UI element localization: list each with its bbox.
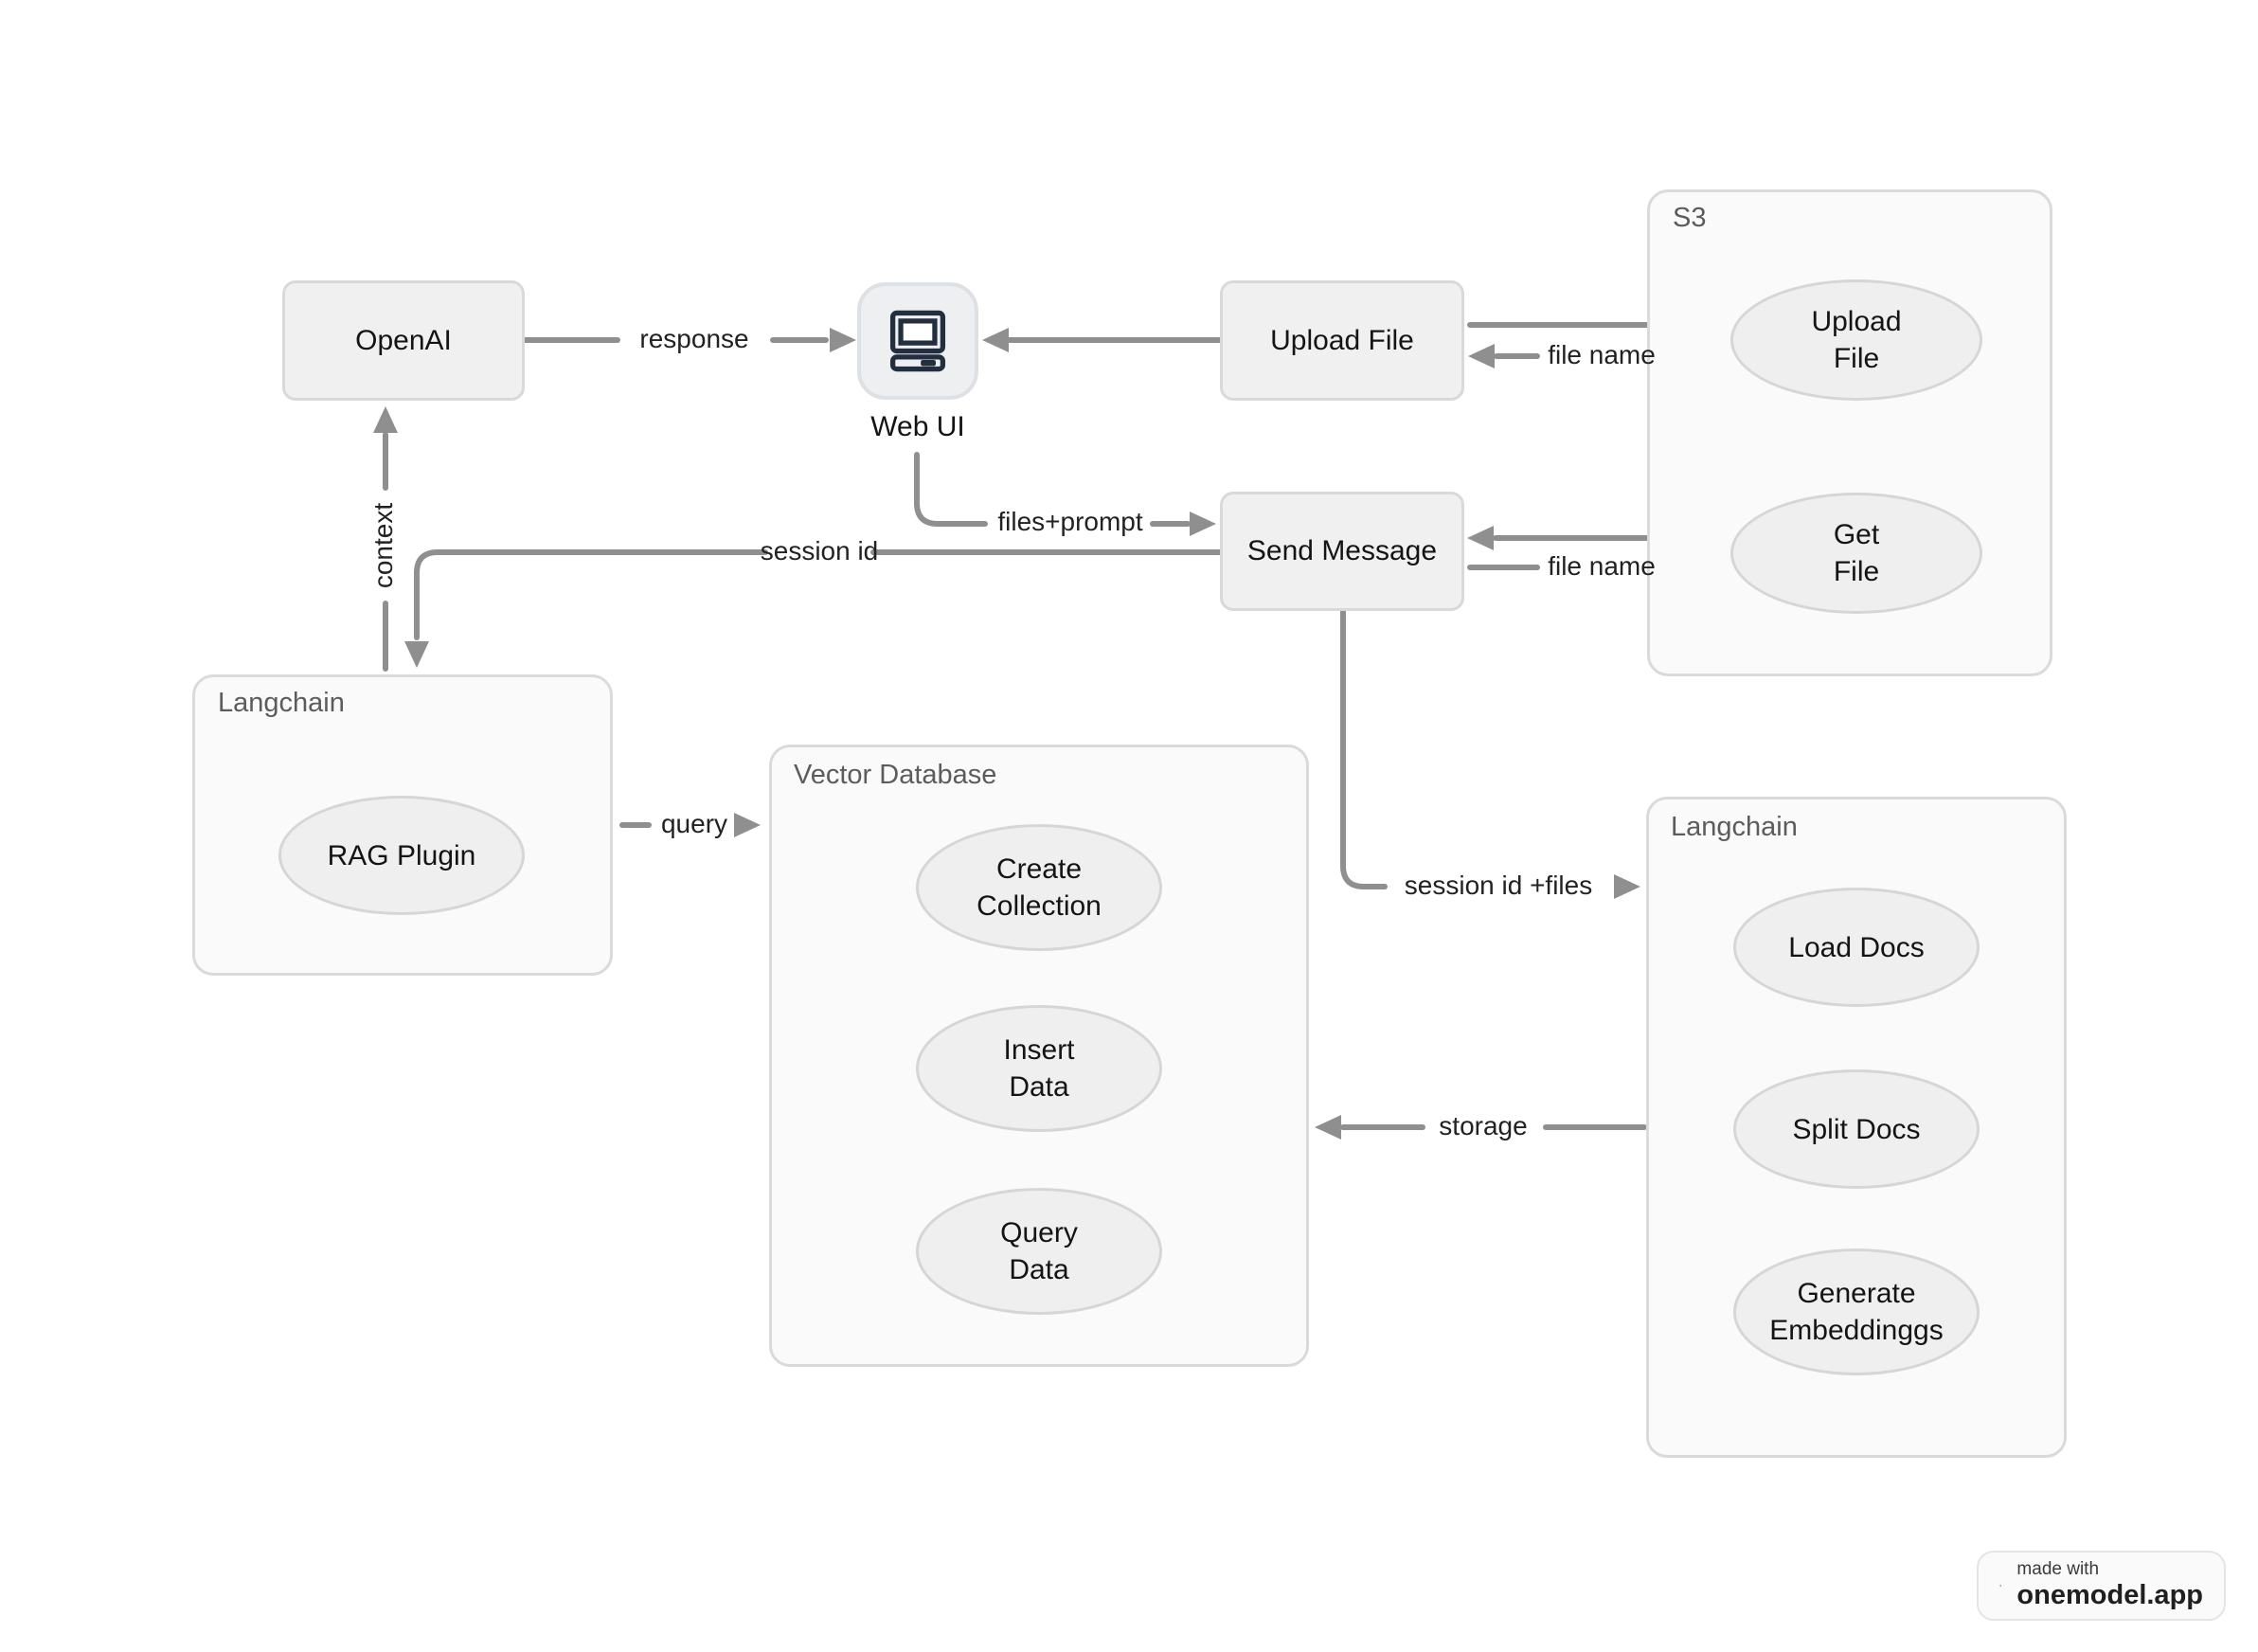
node-send-message-label: Send Message — [1246, 535, 1438, 566]
edge-label-query: query — [660, 809, 728, 838]
edge-label-session-id: session id — [760, 536, 879, 566]
badge-made-with: made with — [2016, 1559, 2100, 1580]
edge-session-id-files-line — [1340, 608, 1388, 889]
ellipse-create-collection[interactable]: Create Collection — [916, 824, 1162, 951]
computer-icon — [889, 310, 946, 372]
arrowhead-to-webui-right — [982, 328, 1009, 352]
ellipse-create-collection-label: Create Collection — [977, 853, 1102, 922]
container-s3-title: S3 — [1673, 203, 1707, 233]
edge-label-response: response — [639, 324, 749, 353]
ellipse-generate-embeddings[interactable]: Generate Embeddinggs — [1733, 1248, 1980, 1375]
ellipse-rag-plugin-label: RAG Plugin — [327, 839, 476, 871]
arrowhead-files-prompt — [1190, 512, 1216, 536]
badge-text: made with onemodel.app — [2016, 1559, 2203, 1611]
edge-label-file-name-get: file name — [1548, 551, 1656, 581]
node-upload-file-label: Upload File — [1270, 324, 1414, 356]
arrowhead-context — [373, 406, 398, 433]
edge-label-session-id-files: session id +files — [1404, 871, 1593, 900]
node-web-ui[interactable] — [857, 282, 978, 400]
edge-label-files-prompt: files+prompt — [997, 507, 1143, 536]
node-openai-label: OpenAI — [355, 324, 452, 356]
ellipse-generate-embeddings-label: Generate Embeddinggs — [1769, 1278, 1944, 1346]
arrowhead-response — [830, 328, 856, 352]
container-vector-database-title: Vector Database — [794, 760, 997, 790]
ellipse-s3-upload-file-label: Upload File — [1811, 306, 1902, 374]
ellipse-load-docs[interactable]: Load Docs — [1733, 888, 1980, 1007]
ellipse-split-docs[interactable]: Split Docs — [1733, 1069, 1980, 1189]
ellipse-query-data[interactable]: Query Data — [916, 1188, 1162, 1315]
made-with-badge[interactable]: made with onemodel.app — [1977, 1551, 2226, 1621]
ellipse-insert-data-label: Insert Data — [1003, 1034, 1075, 1103]
ellipse-rag-plugin[interactable]: RAG Plugin — [278, 796, 525, 915]
container-langchain-right-title: Langchain — [1671, 812, 1798, 842]
edge-label-file-name-upload: file name — [1548, 340, 1656, 369]
ellipse-split-docs-label: Split Docs — [1792, 1113, 1921, 1145]
ellipse-s3-upload-file[interactable]: Upload File — [1730, 279, 1982, 401]
node-web-ui-label: Web UI — [870, 411, 965, 442]
ellipse-load-docs-label: Load Docs — [1788, 931, 1925, 963]
arrowhead-storage — [1315, 1115, 1341, 1140]
arrowhead-query — [734, 813, 761, 837]
ellipse-s3-get-file-label: Get File — [1833, 519, 1880, 587]
ellipse-s3-get-file[interactable]: Get File — [1730, 493, 1982, 614]
ellipse-insert-data[interactable]: Insert Data — [916, 1005, 1162, 1132]
container-langchain-left-title: Langchain — [218, 688, 345, 718]
arrowhead-filename-upload — [1468, 344, 1495, 368]
arrowhead-getfile-sendmessage — [1467, 526, 1494, 550]
node-send-message[interactable]: Send Message — [1220, 492, 1464, 611]
arrowhead-session-id-files — [1614, 874, 1640, 899]
onemodel-logo-icon — [1999, 1584, 2002, 1588]
arrowhead-session-id — [404, 641, 429, 668]
edge-label-context: context — [368, 502, 398, 589]
ellipse-query-data-label: Query Data — [1000, 1217, 1078, 1285]
node-upload-file[interactable]: Upload File — [1220, 280, 1464, 401]
badge-brand: onemodel.app — [2016, 1580, 2203, 1611]
edge-label-storage: storage — [1439, 1111, 1528, 1140]
node-openai[interactable]: OpenAI — [282, 280, 525, 401]
